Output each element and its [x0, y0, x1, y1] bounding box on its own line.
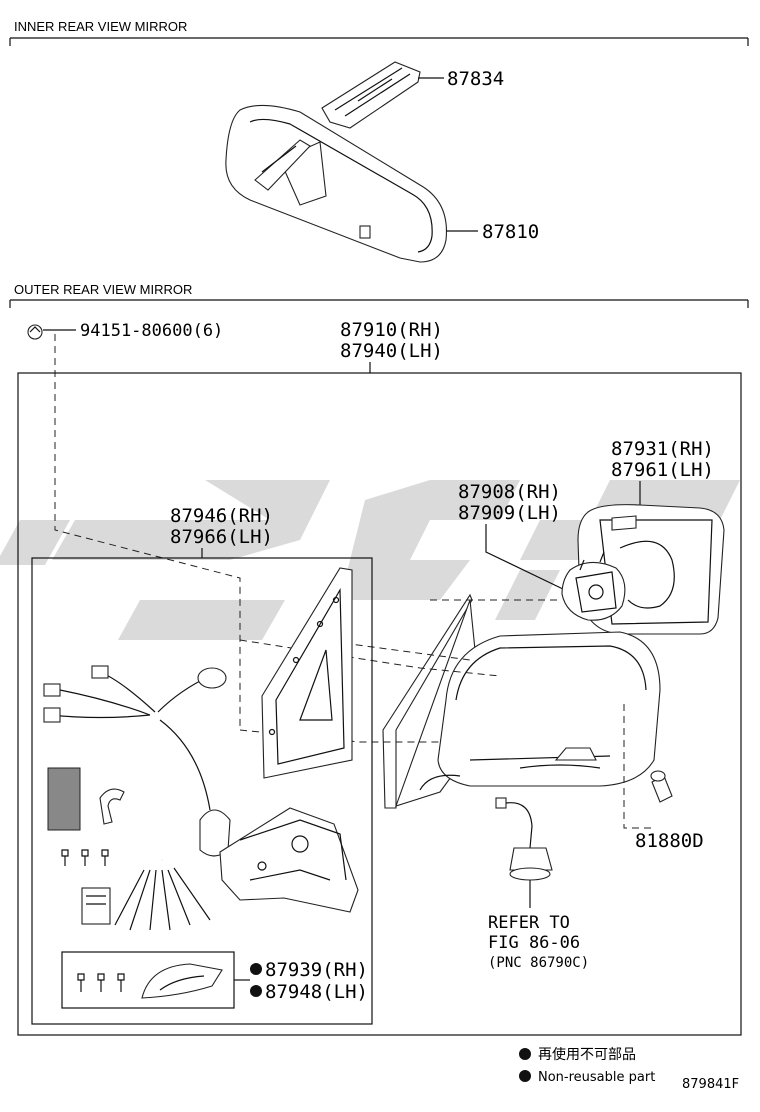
inner-mirror-87810 — [225, 104, 448, 263]
part-label-87940: 87940(LH) — [340, 340, 443, 362]
part-label-87966: 87966(LH) — [170, 526, 273, 548]
subassembly-frame — [31, 557, 373, 1025]
mirror-actuator-87908 — [561, 551, 626, 621]
part-label-87931: 87931(RH) — [611, 438, 714, 460]
inner-section-title: INNER REAR VIEW MIRROR — [14, 19, 187, 34]
motor-bracket — [219, 807, 359, 913]
legend-en: Non-reusable part — [538, 1070, 655, 1085]
part-label-87946: 87946(RH) — [170, 505, 273, 527]
lamp-socket — [495, 797, 553, 881]
lamp-bulb-81880d — [650, 770, 673, 803]
part-label-87939: 87939(RH) — [265, 959, 368, 981]
part-label-87909: 87909(LH) — [458, 502, 561, 524]
part-label-94151: 94151-80600(6) — [80, 321, 223, 341]
cover-kit-parts — [77, 963, 223, 999]
assembly-frame — [17, 372, 742, 1036]
part-label-81880d: 81880D — [635, 830, 704, 852]
figure-id: 879841F — [682, 1077, 739, 1092]
mirror-cover-87834 — [321, 61, 421, 129]
part-label-87948: 87948(LH) — [265, 981, 368, 1003]
screws-set — [61, 849, 109, 866]
outer-mirror-housing — [382, 593, 661, 809]
wire-harness — [43, 665, 231, 931]
non-reusable-mark-icon — [250, 963, 262, 975]
mirror-base-bracket — [261, 567, 353, 779]
clip-part — [99, 788, 125, 825]
legend-jp: 再使用不可部品 — [538, 1046, 636, 1063]
part-label-87810: 87810 — [482, 221, 539, 243]
non-reusable-mark-icon — [250, 985, 262, 997]
connector-part — [81, 887, 111, 925]
part-label-87834: 87834 — [447, 68, 504, 90]
legend-dot-icon — [519, 1070, 531, 1082]
refer-to-line1: REFER TO — [488, 913, 570, 933]
screw-94151 — [27, 324, 43, 340]
part-label-87908: 87908(RH) — [458, 481, 561, 503]
legend-dot-icon — [519, 1048, 531, 1060]
part-label-87910: 87910(RH) — [340, 319, 443, 341]
outer-section-title: OUTER REAR VIEW MIRROR — [14, 282, 192, 297]
part-label-87961: 87961(LH) — [611, 459, 714, 481]
refer-to-line3: (PNC 86790C) — [488, 955, 589, 971]
refer-to-line2: FIG 86-06 — [488, 933, 580, 953]
pad-part — [47, 767, 81, 831]
